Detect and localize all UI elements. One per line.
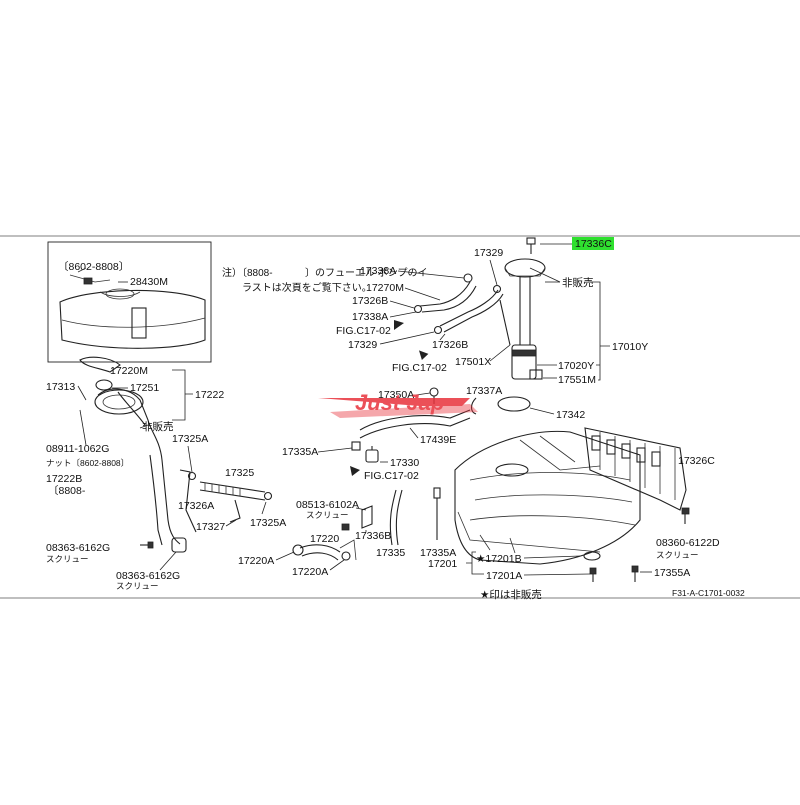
label-17220A-left: 17220A [238, 555, 274, 567]
label-17338A-top: 17338A [360, 265, 396, 277]
label-17336C: 17336C [575, 238, 612, 250]
inset-tank-drawing [59, 267, 206, 349]
label-17330: 17330 [390, 457, 419, 469]
arrow-left-lower-icon [350, 466, 360, 476]
plug-17201B-icon [583, 551, 601, 561]
label-17326A: 17326A [178, 500, 214, 512]
label-hibaibai-right: 非販売 [562, 276, 594, 289]
label-17326B-mid: 17326B [432, 339, 468, 351]
fuel-tank-drawing [454, 430, 641, 565]
label-nut-range: ナット〔8602-8808〕 [46, 458, 129, 468]
bolt-17201A-icon [589, 567, 597, 582]
label-17355A: 17355A [654, 567, 690, 579]
label-screw-d: スクリュー [656, 550, 699, 560]
bolt-17355A-icon [631, 565, 639, 582]
label-17201A: 17201A [486, 570, 522, 582]
label-17439E: 17439E [420, 434, 456, 446]
label-screw-b: スクリュー [116, 581, 159, 591]
label-17220: 17220 [310, 533, 339, 545]
label-screw-c: スクリュー [306, 510, 349, 520]
label-17222B: 17222B [46, 473, 82, 485]
label-08513-6102A: 08513-6102A [296, 499, 359, 511]
screw-08513-icon [341, 523, 350, 531]
gasket-17342-icon [497, 396, 531, 412]
label-17325A-bottom: 17325A [250, 517, 286, 529]
fuel-hose-top-drawing [413, 273, 511, 346]
screw-08363-a-icon [140, 541, 154, 549]
vent-hose-drawing [179, 469, 273, 533]
label-17342: 17342 [556, 409, 585, 421]
clip-17335A-lower-icon [433, 487, 441, 540]
highlight-17336C [572, 237, 614, 250]
label-17329-mid: 17329 [348, 339, 377, 351]
arrow-down-icon [418, 350, 429, 360]
notice-line-2: ラストは次頁をご覧下さい。 [242, 281, 372, 294]
notice-line-1-prefix: 注）〔8808- [222, 266, 273, 279]
label-08911-1062G: 08911-1062G [46, 443, 109, 455]
arrow-left-icon [394, 320, 404, 330]
bolt-08360-icon [681, 507, 690, 524]
inset-box [47, 241, 212, 363]
label-17335A-left: 17335A [282, 446, 318, 458]
bracket-17336B-drawing [361, 505, 373, 529]
label-17335A-bottom: 17335A [420, 547, 456, 559]
just-jap-watermark-logo: Just Jap [318, 390, 478, 418]
label-17222: 17222 [195, 389, 224, 401]
label-17551M: 17551M [558, 374, 596, 386]
label-17010Y: 17010Y [612, 341, 648, 353]
label-17337A: 17337A [466, 385, 502, 397]
label-17338A-mid: 17338A [352, 311, 388, 323]
screw-17336C-icon [526, 237, 536, 254]
label-17270M: 17270M [366, 282, 404, 294]
fuel-pump-assembly-drawing [504, 258, 546, 380]
inset-part-label: 28430M [130, 276, 168, 288]
label-17326C: 17326C [678, 455, 715, 467]
label-17501X: 17501X [455, 356, 491, 368]
harness-17439E-drawing [359, 409, 471, 439]
label-08363-6162G-a: 08363-6162G [46, 542, 110, 554]
label-17329-top: 17329 [474, 247, 503, 259]
label-screw-a: スクリュー [46, 554, 89, 564]
label-17326B-top: 17326B [352, 295, 388, 307]
notice-line-1-suffix: 〕のフューエル ポンプのイ [305, 267, 427, 279]
label-17220A-right: 17220A [292, 566, 328, 578]
label-hibaibai-left: 非販売 [142, 420, 174, 433]
label-range-8808: 〔8808- [48, 484, 86, 497]
label-17201: 17201 [428, 558, 457, 570]
label-08360-6122D: 08360-6122D [656, 537, 720, 549]
heat-shield-17326C-drawing [584, 427, 687, 511]
label-fig-c: FIG.C17-02 [364, 470, 419, 482]
label-17335: 17335 [376, 547, 405, 559]
label-fig-a: FIG.C17-02 [336, 325, 391, 337]
watermark-text: Just Jap [355, 390, 444, 415]
label-17220M: 17220M [110, 365, 148, 377]
label-17201B: ★17201B [476, 553, 522, 565]
inset-range: 〔8602-8808〕 [58, 260, 129, 273]
label-17336B: 17336B [355, 530, 391, 542]
valve-17330-drawing [365, 446, 379, 463]
label-17327: 17327 [196, 521, 225, 533]
label-fig-b: FIG.C17-02 [392, 362, 447, 374]
filler-neck-drawing [79, 356, 187, 553]
footnote-non-sale: ★印は非販売 [480, 588, 542, 601]
figure-code: F31-A-C1701-0032 [672, 588, 745, 598]
label-08363-6162G-b: 08363-6162G [116, 570, 180, 582]
label-17325A-top: 17325A [172, 433, 208, 445]
label-17325: 17325 [225, 467, 254, 479]
clip-17335A-icon [351, 441, 361, 451]
label-17020Y: 17020Y [558, 360, 594, 372]
label-17313: 17313 [46, 381, 75, 393]
label-17251: 17251 [130, 382, 159, 394]
filler-hose-drawing [292, 539, 357, 561]
